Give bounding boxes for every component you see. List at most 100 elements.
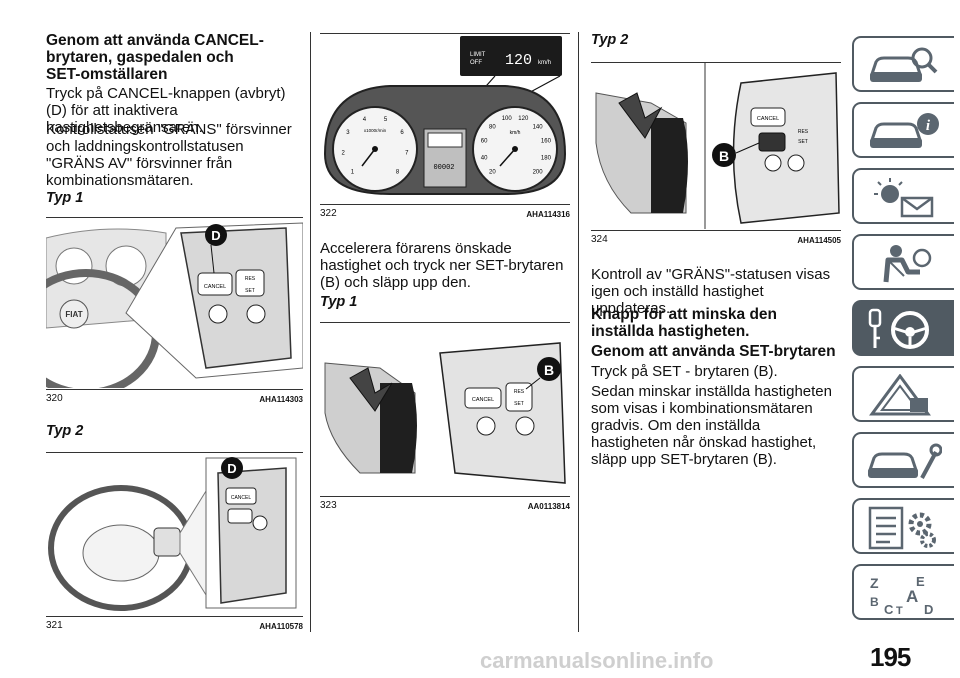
watermark: carmanualsonline.info [480,648,714,673]
specifications-gear-icon [868,506,936,550]
paragraph: Accelerera förarens önskade hastighet oc… [320,240,564,291]
sidebar-tab-specifications[interactable] [852,498,954,554]
svg-text:Z: Z [870,575,879,591]
gauge-tick-label: 40 [481,155,488,161]
paragraph: Tryck på CANCEL-knappen (avbryt) (D) för… [46,85,286,136]
warning-triangle-icon [869,374,931,416]
gauge-tick-label: 20 [489,170,496,176]
sidebar-tab-warning-lights[interactable] [852,168,954,224]
callout-b-badge [712,143,736,167]
figure-323: CANCEL RES SET B [320,323,570,495]
figure-number: 324 [591,234,608,245]
gauge-tick-label: 2 [342,151,346,157]
sidebar-tab-starting-driving[interactable] [852,300,954,356]
press-arrow [618,92,663,139]
svg-text:SET: SET [245,288,255,294]
section-heading: Genom att använda CANCEL-brytaren, gaspe… [46,32,264,83]
sidebar-tab-maintenance[interactable] [852,432,954,488]
figure-code: AHA114303 [259,395,303,404]
svg-text:km/h: km/h [538,60,551,66]
gauge-tick-label: 8 [396,170,400,176]
car-search-icon [869,47,938,82]
type-label: Typ 2 [591,32,629,48]
paragraph: Tryck på SET - brytaren (B). [591,363,778,380]
svg-text:CANCEL: CANCEL [204,284,226,290]
svg-text:120: 120 [505,52,532,69]
sidebar-tab-emergency[interactable] [852,366,954,422]
svg-text:E: E [916,574,925,589]
type-label: Typ 2 [46,423,84,439]
callout-d-badge [205,224,227,246]
svg-text:CANCEL: CANCEL [231,495,252,501]
svg-text:SET: SET [798,139,808,145]
svg-text:00002: 00002 [433,164,454,172]
svg-text:OFF: OFF [470,60,482,66]
page-number: 195 [870,642,911,672]
figure-code: AA0113814 [527,502,570,511]
sidebar-tab-index[interactable]: Z E A B C T D [852,564,954,620]
column-divider [578,32,579,632]
callout-d-badge [221,457,243,479]
svg-text:RES: RES [514,389,525,395]
svg-text:D: D [227,461,236,476]
svg-text:CANCEL: CANCEL [472,397,494,403]
gauge-tick-label: 140 [533,124,544,130]
tachometer-ticks: 1 2 3 4 5 6 7 8 [342,117,410,176]
figure-top-rule [591,62,841,63]
gauge-tick-label: 120 [518,116,529,122]
figure-bottom-rule [46,389,303,390]
paragraph: Kontrollstatusen "GRÄNS" försvinner och … [46,121,292,189]
figure-top-rule [46,452,303,453]
alphabetical-index-icon: Z E A B C T D [870,574,933,616]
gauge-tick-label: 160 [541,139,552,145]
gauge-tick-label: 7 [405,151,409,157]
gauge-tick-label: 6 [400,130,404,136]
warning-light-message-icon [874,178,934,218]
paragraph: Kontroll av "GRÄNS"-statusen visas igen … [591,266,831,317]
figure-code: AHA114505 [797,236,841,245]
figure-bottom-rule [591,230,841,231]
svg-text:RES: RES [798,129,809,135]
figure-top-rule [320,322,570,323]
key-steering-wheel-icon [868,308,929,349]
svg-text:CANCEL: CANCEL [757,116,779,122]
figure-code: AHA114316 [526,210,570,219]
paragraph: Sedan minskar inställda hastigheten som … [591,383,832,468]
svg-text:x1000r/min: x1000r/min [364,128,387,133]
gauge-tick-label: 100 [502,116,513,122]
svg-text:i: i [926,118,931,134]
set-button-illustration [758,132,786,152]
figure-number: 321 [46,620,63,631]
figure-320: FIAT CANCEL RES SET D [46,218,303,388]
sidebar-tab-safety[interactable] [852,234,954,290]
figure-bottom-rule [46,616,303,617]
gauge-tick-label: 4 [363,117,367,123]
figure-324: CANCEL RES SET B [591,63,841,229]
gauge-tick-label: 5 [384,117,388,123]
gauge-tick-label: 200 [533,170,544,176]
sidebar-tab-car-search[interactable] [852,36,954,92]
car-info-icon: i [869,113,939,148]
svg-text:D: D [211,228,220,243]
figure-321: CANCEL D [46,453,303,615]
car-service-wrench-icon [867,443,942,479]
figure-code: AHA110578 [259,622,303,631]
gauge-tick-label: 1 [351,170,355,176]
svg-text:km/h: km/h [510,130,521,136]
subsection-heading: Genom att använda SET-brytaren [591,343,836,360]
cancel-button-illustration [197,272,233,296]
svg-text:B: B [870,595,879,609]
subsection-heading: Knapp för att minska den inställda hasti… [591,306,778,340]
figure-bottom-rule [320,496,570,497]
svg-text:FIAT: FIAT [65,310,82,319]
gauge-tick-label: 3 [346,130,350,136]
svg-text:D: D [924,602,933,616]
sidebar-tab-car-info[interactable]: i [852,102,954,158]
figure-bottom-rule [320,204,570,205]
svg-text:T: T [896,605,903,616]
fiat-logo: FIAT [65,310,82,319]
press-arrow [349,367,393,412]
callout-b-badge [537,357,561,381]
svg-text:RES: RES [245,276,256,282]
